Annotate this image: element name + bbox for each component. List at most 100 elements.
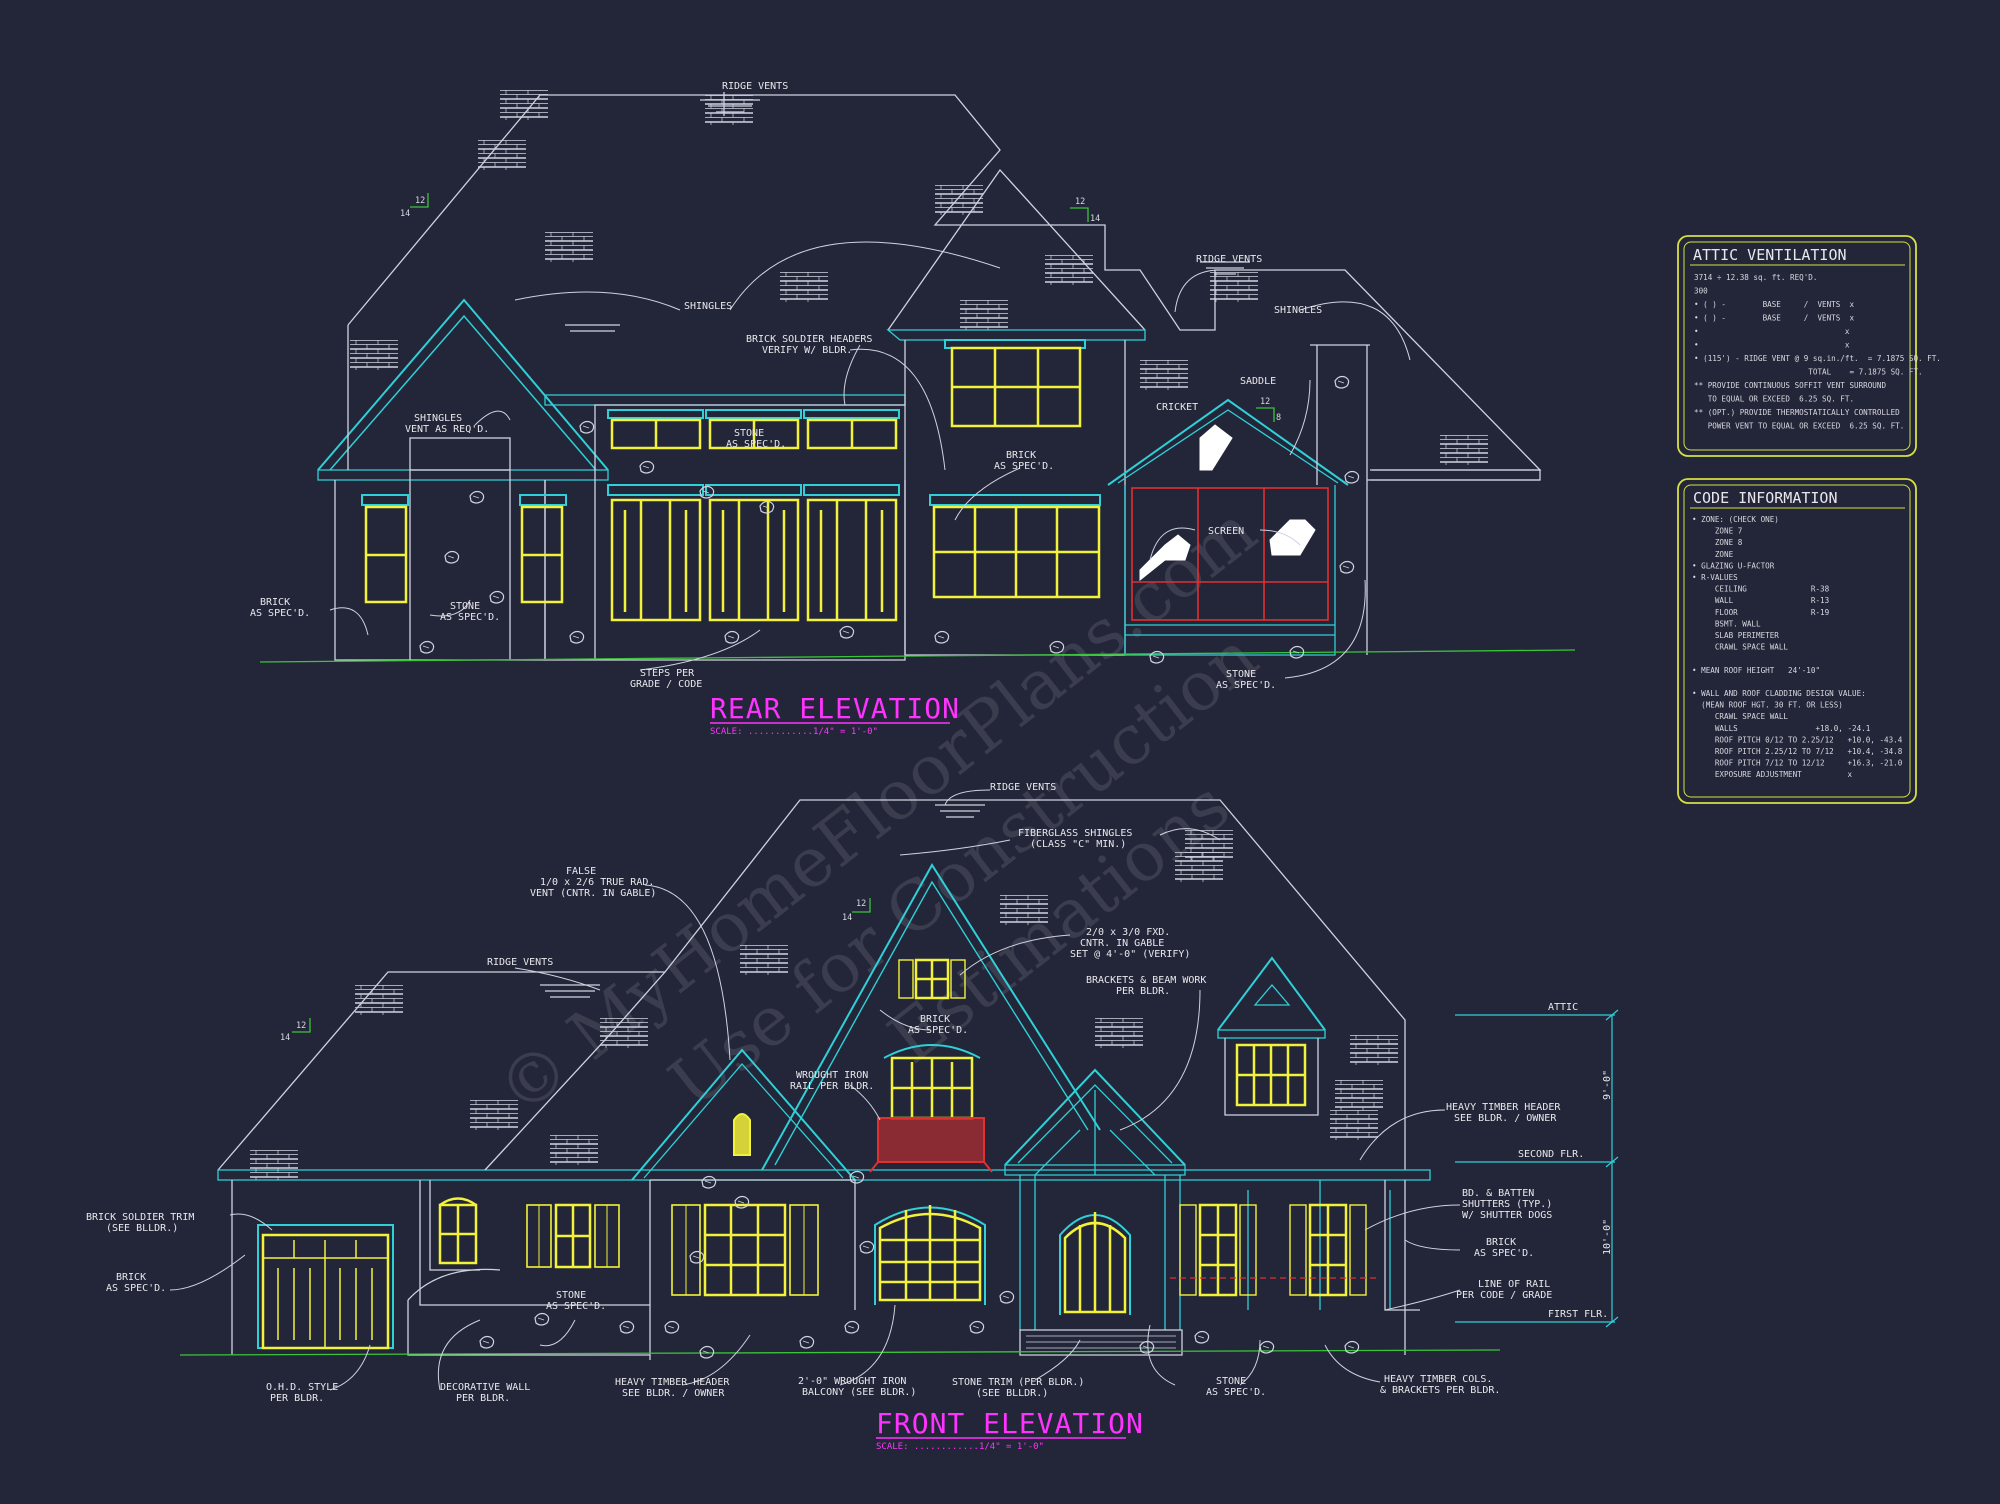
front-note-brick-soldier-1: BRICK SOLDIER TRIM <box>86 1212 194 1223</box>
rear-ridge-vents <box>565 92 1250 332</box>
code_information-line: ZONE 8 <box>1692 538 1743 547</box>
rear-pitch-porch-run: 8 <box>1276 413 1281 423</box>
front-note-brick-right-1: BRICK <box>1486 1237 1516 1248</box>
front-dormer <box>1217 956 1326 1031</box>
front-pitch-left-run: 14 <box>280 1033 290 1043</box>
rear-pitch-marks <box>410 193 1275 422</box>
front-note-brick-gable-2: AS SPEC'D. <box>908 1025 968 1036</box>
front-note-brick-gable-1: BRICK <box>920 1014 950 1025</box>
code-information-heading: CODE INFORMATION <box>1693 489 1838 507</box>
rear-windows <box>361 339 1329 622</box>
front-note-deco-wall-2: PER BLDR. <box>456 1393 510 1404</box>
code_information-line: • ZONE: (CHECK ONE) <box>1692 515 1779 524</box>
front-note-fixed-1: 2/0 x 3/0 FXD. <box>1086 927 1170 938</box>
rear-pitch-mid-rise: 12 <box>1075 197 1085 207</box>
front-pitch-mid-rise: 12 <box>856 899 866 909</box>
rear-note-screen: SCREEN <box>1208 526 1244 537</box>
code_information-line: ZONE 7 <box>1692 527 1742 536</box>
rear-note-brick-mid-1: BRICK <box>1006 450 1036 461</box>
front-note-timber-cols-1: HEAVY TIMBER COLS. <box>1384 1374 1492 1385</box>
code_information-line: CEILING R-38 <box>1692 585 1830 594</box>
front-center-gable <box>761 863 1101 1171</box>
front-main-roof <box>217 799 1406 1171</box>
dim-lower: 10'-0" <box>1602 1219 1613 1255</box>
front-note-stone-right-1: STONE <box>1216 1376 1246 1387</box>
front-pitch-mid-run: 14 <box>842 913 852 923</box>
rear-note-brick-left-1: BRICK <box>260 597 290 608</box>
front-note-stone-left-1: STONE <box>556 1290 586 1301</box>
code_information-line: SLAB PERIMETER <box>1692 631 1779 640</box>
attic_ventilation-line: • (115') - RIDGE VENT @ 9 sq.in./ft. = 7… <box>1694 354 1941 363</box>
rear-note-brick-mid-2: AS SPEC'D. <box>994 461 1054 472</box>
front-note-line-rail-1: LINE OF RAIL <box>1478 1279 1550 1290</box>
front-pitch-left-rise: 12 <box>296 1021 306 1031</box>
level-second-flr: SECOND FLR. <box>1518 1149 1584 1160</box>
front-note-stone-trim-1: STONE TRIM (PER BLDR.) <box>952 1377 1084 1388</box>
front-note-balcony-1: 2'-0" WROUGHT IRON <box>798 1376 906 1387</box>
front-openings <box>257 958 1380 1350</box>
attic-ventilation-panel: ATTIC VENTILATION 3714 ÷ 12.38 sq. ft. R… <box>1677 235 1941 457</box>
front-note-timber-header-r-1: HEAVY TIMBER HEADER <box>1446 1102 1561 1113</box>
attic_ventilation-line: • x <box>1694 327 1850 336</box>
rear-elevation-title: REAR ELEVATION <box>710 692 960 725</box>
front-note-fixed-2: CNTR. IN GABLE <box>1080 938 1164 949</box>
front-note-brick-left-2: AS SPEC'D. <box>106 1283 166 1294</box>
code_information-line: • WALL AND ROOF CLADDING DESIGN VALUE: <box>1692 689 1866 698</box>
attic_ventilation-line: ** PROVIDE CONTINUOUS SOFFIT VENT SURROU… <box>1694 381 1886 390</box>
code_information-line: ROOF PITCH 2.25/12 TO 7/12 +10.4, -34.8 <box>1692 747 1903 756</box>
front-note-brackets-2: PER BLDR. <box>1116 986 1170 997</box>
rear-porch-gable <box>1107 398 1349 486</box>
rear-note-shingles-vent-2: VENT AS REQ'D. <box>405 424 489 435</box>
rear-left-gable <box>317 298 609 471</box>
front-note-fiberglass-1: FIBERGLASS SHINGLES <box>1018 828 1132 839</box>
level-first-flr: FIRST FLR. <box>1548 1309 1608 1320</box>
rear-note-brick-left-2: AS SPEC'D. <box>250 608 310 619</box>
rear-note-stone-mid-1: STONE <box>734 428 764 439</box>
rear-note-stone-left-1: STONE <box>450 601 480 612</box>
rear-note-stone-mid-2: AS SPEC'D. <box>726 439 786 450</box>
front-note-brick-left-1: BRICK <box>116 1272 146 1283</box>
front-note-ohd-2: PER BLDR. <box>270 1393 324 1404</box>
code_information-line: CRAWL SPACE WALL <box>1692 643 1788 652</box>
rear-note-saddle: SADDLE <box>1240 376 1276 387</box>
code_information-line: BSMT. WALL <box>1692 619 1761 628</box>
rear-note-steps-1: STEPS PER <box>640 668 695 679</box>
code_information-line: (MEAN ROOF HGT. 30 FT. OR LESS) <box>1692 701 1843 710</box>
code_information-line: FLOOR R-19 <box>1692 608 1830 617</box>
rear-pitch-mid-run: 14 <box>1090 214 1100 224</box>
rear-note-shingles-left: SHINGLES <box>684 301 732 312</box>
code_information-line: ZONE <box>1692 550 1734 559</box>
front-note-brick-right-2: AS SPEC'D. <box>1474 1248 1534 1259</box>
rear-pitch-porch-rise: 12 <box>1260 397 1270 407</box>
code_information-line: EXPOSURE ADJUSTMENT x <box>1692 770 1852 779</box>
front-note-timber-header-b-2: SEE BLDR. / OWNER <box>622 1388 725 1399</box>
attic-ventilation-heading: ATTIC VENTILATION <box>1693 246 1847 264</box>
front-hatching <box>250 830 1398 1359</box>
level-dimensions <box>1455 1009 1619 1328</box>
rear-note-stone-right-2: AS SPEC'D. <box>1216 680 1276 691</box>
code_information-line: • GLAZING U-FACTOR <box>1692 561 1775 570</box>
front-elevation-title: FRONT ELEVATION <box>876 1407 1144 1440</box>
code_information-line: WALL R-13 <box>1692 596 1829 605</box>
attic_ventilation-line: • ( ) - BASE / VENTS x <box>1694 314 1854 323</box>
code_information-line: • R-VALUES <box>1692 573 1738 582</box>
front-note-stone-right-2: AS SPEC'D. <box>1206 1387 1266 1398</box>
front-note-bd-batten-3: W/ SHUTTER DOGS <box>1462 1210 1552 1221</box>
rear-pitch-left-rise: 12 <box>415 196 425 206</box>
rear-elevation <box>259 94 1576 663</box>
attic_ventilation-line: POWER VENT TO EQUAL OR EXCEED 6.25 SQ. F… <box>1694 422 1904 431</box>
rear-note-ridge-vents-top: RIDGE VENTS <box>722 81 788 92</box>
attic_ventilation-line: TO EQUAL OR EXCEED 6.25 SQ. FT. <box>1694 395 1854 404</box>
front-note-balcony-2: BALCONY (SEE BLDR.) <box>802 1387 916 1398</box>
rear-note-stone-left-2: AS SPEC'D. <box>440 612 500 623</box>
rear-main-roof <box>347 94 1542 471</box>
code_information-line: • MEAN ROOF HEIGHT 24'-10" <box>1692 666 1820 675</box>
front-note-deco-wall-1: DECORATIVE WALL <box>440 1382 530 1393</box>
front-note-bd-batten-1: BD. & BATTEN <box>1462 1188 1534 1199</box>
front-note-brackets-1: BRACKETS & BEAM WORK <box>1086 975 1206 986</box>
rear-pitch-left-run: 14 <box>400 209 410 219</box>
attic_ventilation-line: TOTAL = 7.1875 SQ. FT. <box>1694 368 1923 377</box>
front-note-timber-header-b-1: HEAVY TIMBER HEADER <box>615 1377 730 1388</box>
